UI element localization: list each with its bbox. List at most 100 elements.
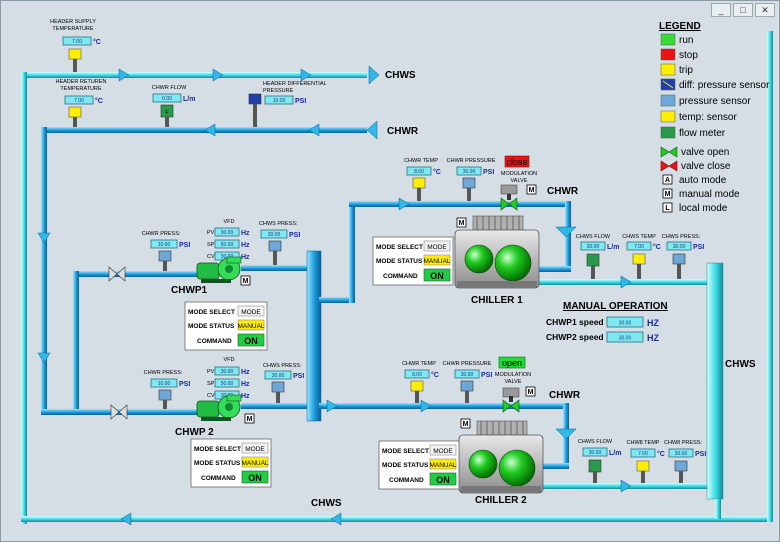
chwp1-mode-badge bbox=[240, 275, 251, 286]
chiller2-flow-stem bbox=[593, 472, 597, 483]
close-button[interactable]: ✕ bbox=[755, 3, 775, 17]
chwp2-chws-press-value: 30.00 bbox=[272, 373, 285, 379]
suction-valve-1[interactable] bbox=[108, 266, 126, 282]
chiller1-name: CHILLER 1 bbox=[471, 295, 523, 306]
legend-manual: manual mode bbox=[679, 189, 740, 200]
chiller1-modulation-valve-icon[interactable] bbox=[500, 194, 518, 211]
chiller1-temp-display bbox=[406, 166, 432, 176]
chiller1-mode-select-button[interactable] bbox=[423, 240, 451, 252]
chiller2-unit-icon[interactable] bbox=[458, 420, 544, 494]
chwp2-pv-display bbox=[214, 366, 240, 376]
chiller2-chws-press-value: 30.00 bbox=[675, 451, 688, 457]
chwp2-speed-input[interactable] bbox=[606, 331, 644, 343]
chwp1-press-sensor-icon[interactable] bbox=[158, 250, 172, 262]
chwp1-speed-input[interactable] bbox=[606, 316, 644, 328]
chiller1-temp-label: CHWR TEMP bbox=[404, 158, 438, 164]
chwp2-mode-select-label: MODE SELECT bbox=[194, 446, 241, 453]
chwp2-press-stem bbox=[163, 400, 167, 409]
local-mode-legend-icon bbox=[662, 202, 673, 213]
chws-right-edge-pipe bbox=[767, 31, 773, 522]
chws-right-label: CHWS bbox=[725, 359, 756, 370]
chwp2-mode-status-value: MANUAL bbox=[241, 460, 268, 467]
legend-manual-key: M bbox=[665, 191, 671, 198]
chiller2-chws-temp-sensor-icon[interactable] bbox=[636, 460, 650, 472]
chwp1-chws-press-stem bbox=[273, 251, 277, 265]
chiller1-mode-status-label: MODE STATUS bbox=[376, 258, 423, 265]
supply-temp-sensor-icon[interactable] bbox=[68, 48, 82, 60]
chwp1-speed-label: CHWP1 speed bbox=[546, 317, 604, 327]
diff-pressure-stem bbox=[253, 104, 257, 127]
flow-meter-stem bbox=[165, 117, 169, 127]
diff-pressure-unit: PSI bbox=[295, 98, 306, 105]
chwp1-pv-unit: Hz bbox=[241, 230, 250, 237]
chiller2-chws-flow-value: 30.00 bbox=[589, 450, 602, 456]
supply-temp-label-1: HEADER SUPPLY bbox=[50, 19, 96, 25]
chwp1-sp-unit: Hz bbox=[241, 242, 250, 249]
maximize-button[interactable]: □ bbox=[733, 3, 753, 17]
chwp2-mode-status-box bbox=[241, 456, 269, 468]
chwp1-chws-press-value: 30.00 bbox=[268, 232, 281, 238]
chwp2-cv-label: CV bbox=[207, 393, 215, 399]
suction-valve-2[interactable] bbox=[110, 404, 128, 420]
chiller2-valve-mode-badge bbox=[525, 386, 536, 397]
chwp2-speed-label: CHWP2 speed bbox=[546, 332, 604, 342]
chwp1-speed-value: 30.00 bbox=[619, 321, 632, 327]
minimize-button[interactable]: _ bbox=[711, 3, 731, 17]
chiller2-command-button[interactable] bbox=[429, 472, 457, 486]
chwp2-press-unit: PSI bbox=[179, 381, 190, 388]
chwp1-vfd-label: VFD bbox=[224, 219, 235, 225]
chiller1-unit-icon[interactable] bbox=[454, 215, 540, 289]
chiller1-press-sensor-icon[interactable] bbox=[462, 177, 476, 189]
chwr-left-riser-pipe bbox=[41, 127, 47, 412]
discharge-manifold bbox=[306, 250, 322, 422]
chwp2-pump-icon[interactable] bbox=[196, 394, 242, 421]
chwp2-chws-press-label: CHWS PRESS: bbox=[263, 363, 302, 369]
chws-top-label: CHWS bbox=[385, 70, 416, 81]
chiller2-mode-panel: MODE SELECT MODE MODE STATUS MANUAL COMM… bbox=[378, 440, 460, 490]
chiller1-chws-temp-sensor-icon[interactable] bbox=[632, 253, 646, 265]
chiller2-modulation-valve-icon[interactable] bbox=[502, 396, 520, 413]
diff-pressure-display bbox=[264, 95, 294, 105]
chiller2-chws-press-sensor-icon[interactable] bbox=[674, 460, 688, 472]
chiller1-temp-sensor-icon[interactable] bbox=[412, 177, 426, 189]
chwp2-mode-select-button[interactable] bbox=[241, 442, 269, 454]
chiller2-flow-meter-icon[interactable] bbox=[588, 459, 602, 473]
chiller2-temp-sensor-icon[interactable] bbox=[410, 380, 424, 392]
chwp1-mode-select-button[interactable] bbox=[237, 305, 265, 317]
chiller2-temp-display bbox=[404, 369, 430, 379]
chiller2-mode-select-label: MODE SELECT bbox=[382, 448, 429, 455]
chiller2-press-sensor-icon[interactable] bbox=[460, 380, 474, 392]
chiller2-chws-temp-display bbox=[630, 448, 656, 458]
chwp1-press-label: CHWR PRESS: bbox=[142, 231, 181, 237]
chiller1-feed-riser bbox=[349, 201, 355, 303]
legend-auto: auto mode bbox=[679, 175, 727, 186]
chwp2-sp-unit: Hz bbox=[241, 381, 250, 388]
chwr-top-label: CHWR bbox=[387, 126, 419, 137]
chiller1-temp-value: 8.00 bbox=[414, 169, 424, 175]
chwp2-cv-unit: Hz bbox=[241, 393, 250, 400]
return-temp-sensor-icon[interactable] bbox=[68, 106, 82, 118]
chwp1-pump-icon[interactable] bbox=[196, 256, 242, 283]
chwp2-command-button[interactable] bbox=[241, 470, 269, 484]
chiller2-mode-select-button[interactable] bbox=[429, 444, 457, 456]
chiller2-valve-label-1: MODULATION bbox=[495, 372, 531, 378]
chwp2-chws-press-sensor-icon[interactable] bbox=[271, 381, 285, 393]
chwp1-command-value: ON bbox=[244, 336, 258, 346]
chwp2-pv-label: PV bbox=[207, 369, 215, 375]
chiller1-flow-meter-icon[interactable] bbox=[586, 253, 600, 267]
chiller1-command-button[interactable] bbox=[423, 268, 451, 282]
chwp2-command-value: ON bbox=[248, 473, 262, 483]
valve-open-legend-icon bbox=[660, 146, 678, 158]
chiller2-press-unit: PSI bbox=[481, 372, 492, 379]
chwp2-sp-value: 50.00 bbox=[221, 381, 234, 387]
chwp1-chws-press-sensor-icon[interactable] bbox=[268, 240, 282, 252]
chwp2-sp-input[interactable] bbox=[214, 378, 240, 388]
diff-pressure-sensor-icon[interactable] bbox=[248, 93, 262, 105]
pump-suction-riser bbox=[73, 271, 79, 413]
chwp1-sp-input[interactable] bbox=[214, 239, 240, 249]
chwp2-press-sensor-icon[interactable] bbox=[158, 389, 172, 401]
chwp1-command-button[interactable] bbox=[237, 333, 265, 347]
chiller2-chws-flow-label: CHWS FLOW bbox=[578, 439, 613, 445]
chiller1-chws-press-sensor-icon[interactable] bbox=[672, 253, 686, 265]
chwp1-mode-select-label: MODE SELECT bbox=[188, 309, 235, 316]
